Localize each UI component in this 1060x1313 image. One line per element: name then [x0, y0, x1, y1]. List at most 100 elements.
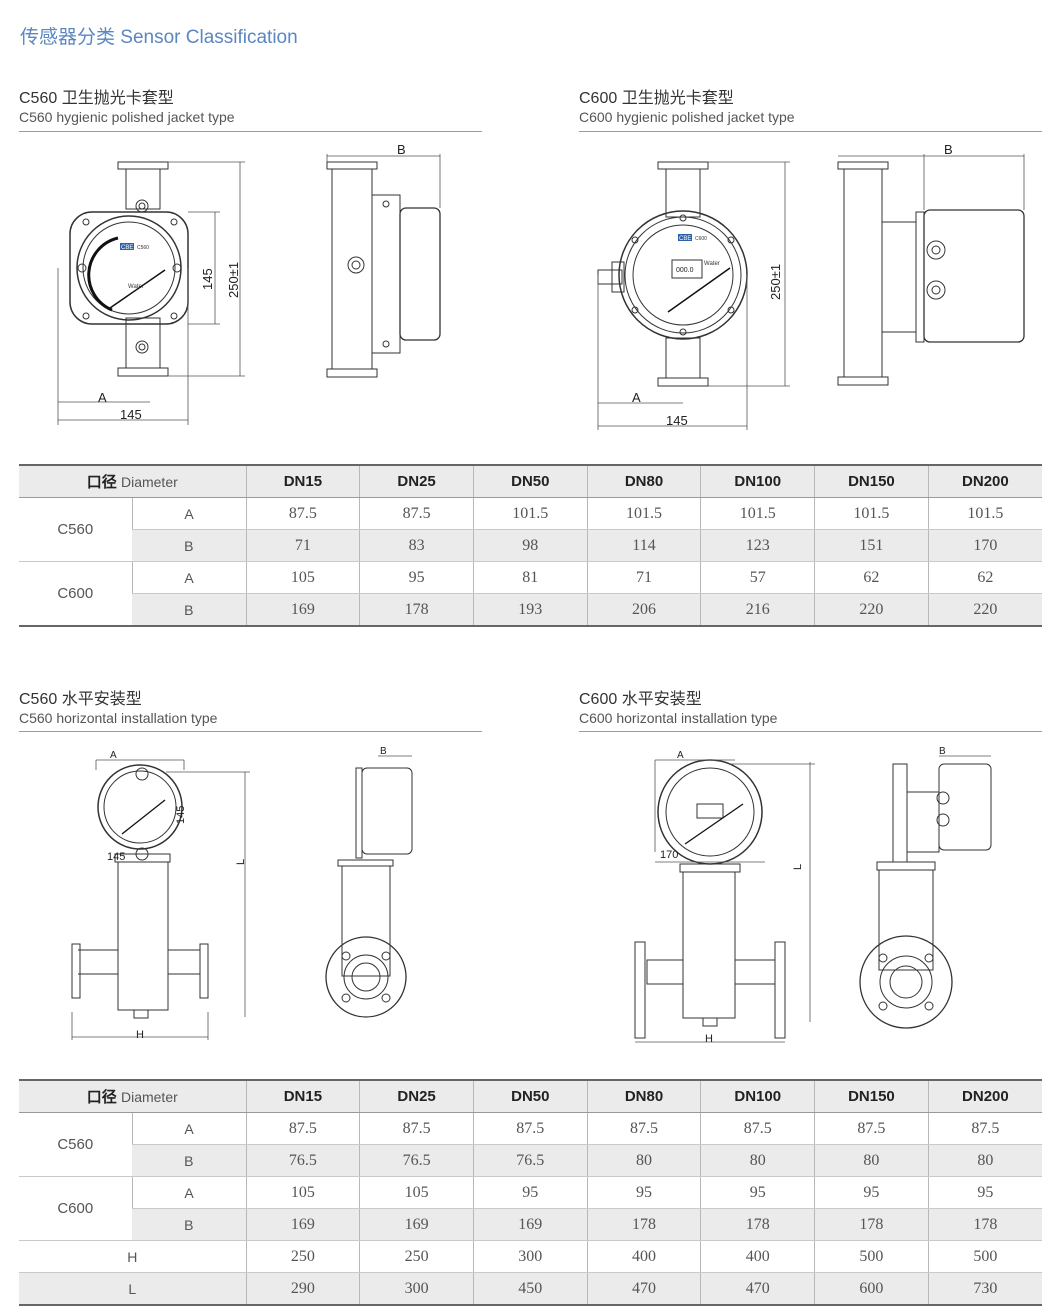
table-row: C560 A 87.5 87.5 101.5 101.5 101.5 101.5…: [19, 497, 1042, 562]
lcd-display: [696, 803, 724, 819]
value-cell: 300: [472, 1240, 588, 1273]
dim-B-label: B: [380, 746, 387, 757]
meter-housing: [69, 211, 189, 325]
column-header: DN15: [245, 464, 360, 498]
value-cell: 87.5: [245, 497, 360, 530]
section-title-cn: C560 卫生抛光卡套型: [19, 90, 174, 107]
value-cell: 220: [927, 593, 1042, 627]
value-cell: 87.5: [814, 1112, 929, 1145]
dim-cell: B: [132, 593, 247, 627]
c600-horizontal-drawing: A 170 L H B: [634, 746, 992, 1045]
value-cell: 57: [700, 561, 815, 594]
dim-145-label: 145: [120, 407, 142, 422]
dim-145-vertical-label: 145: [175, 806, 187, 824]
top-clamp: [117, 161, 169, 170]
value-cell: 87.5: [927, 1112, 1042, 1145]
dim-H-label: H: [705, 1033, 713, 1045]
value-cell: 87.5: [700, 1112, 815, 1145]
value-cell: 76.5: [472, 1144, 588, 1177]
value-cell: 193: [472, 593, 588, 627]
value-cell: 76.5: [359, 1144, 474, 1177]
table-row: H 250 250 300 400 400 500 500: [19, 1240, 1042, 1273]
column-header: DN80: [586, 464, 701, 498]
value-cell: 169: [245, 593, 360, 627]
dim-B-label: B: [397, 142, 406, 157]
c560-hygienic-drawing: CBE C560 Water A 145 145 250±1 B: [57, 142, 441, 425]
column-header: DN100: [700, 1079, 815, 1113]
column-header: DN25: [359, 464, 474, 498]
dim-cell: L: [19, 1272, 247, 1306]
dim-B-label: B: [944, 142, 953, 157]
value-cell: 71: [245, 529, 360, 562]
model-label: C600: [695, 236, 707, 242]
value-cell: 101.5: [586, 497, 701, 530]
value-cell: 123: [700, 529, 815, 562]
value-cell: 95: [814, 1176, 929, 1209]
dim-L-label: L: [792, 864, 804, 870]
value-cell: 206: [586, 593, 701, 627]
column-header: DN100: [700, 464, 815, 498]
column-header: DN50: [472, 464, 588, 498]
value-cell: 101.5: [700, 497, 815, 530]
value-cell: 62: [927, 561, 1042, 594]
brand-logo: CBE: [679, 236, 691, 242]
value-cell: 169: [472, 1208, 588, 1241]
value-cell: 500: [814, 1240, 929, 1273]
section-header-c600-hygienic: C600 卫生抛光卡套型 C600 hygienic polished jack…: [579, 89, 795, 125]
column-header: DN15: [245, 1079, 360, 1113]
value-cell: 62: [814, 561, 929, 594]
column-header: DN200: [927, 464, 1042, 498]
section-header-c560-hygienic: C560 卫生抛光卡套型 C560 hygienic polished jack…: [19, 89, 235, 125]
diameter-header: 口径 Diameter: [19, 464, 247, 498]
table-header-row: 口径 Diameter DN15 DN25 DN50 DN80 DN100 DN…: [19, 464, 1042, 498]
column-header: DN200: [927, 1079, 1042, 1113]
model-cell: C600: [19, 1176, 133, 1241]
column-header: DN50: [472, 1079, 588, 1113]
brand-badge: [678, 234, 692, 241]
value-cell: 71: [586, 561, 701, 594]
value-cell: 600: [814, 1272, 929, 1306]
value-cell: 80: [700, 1144, 815, 1177]
section-title-en: C560 hygienic polished jacket type: [19, 109, 235, 125]
value-cell: 95: [472, 1176, 588, 1209]
section-title-cn: C560 水平安装型: [19, 691, 142, 708]
dim-A-label: A: [110, 750, 117, 761]
c560-horizontal-drawing: A 145 145 L H B: [71, 746, 413, 1041]
section-title-cn: C600 水平安装型: [579, 691, 702, 708]
value-cell: 87.5: [472, 1112, 588, 1145]
value-cell: 105: [245, 1176, 360, 1209]
dim-cell: B: [132, 1144, 247, 1177]
column-header: DN150: [814, 464, 929, 498]
value-cell: 114: [586, 529, 701, 562]
value-cell: 178: [586, 1208, 701, 1241]
value-cell: 98: [472, 529, 588, 562]
value-cell: 290: [245, 1272, 360, 1306]
table-row: C600 A 105 95 81 71 57 62 62: [19, 561, 1042, 627]
brand-badge: [120, 243, 134, 250]
dim-170-label: 170: [660, 849, 678, 861]
column-header: DN150: [814, 1079, 929, 1113]
spec-table-hygienic: 口径 Diameter DN15 DN25 DN50 DN80 DN100 DN…: [19, 464, 1042, 627]
dim-cell: H: [19, 1240, 247, 1273]
dim-cell: A: [131, 561, 247, 594]
value-cell: 169: [245, 1208, 360, 1241]
value-cell: 169: [359, 1208, 474, 1241]
value-cell: 95: [927, 1176, 1042, 1209]
table-row: C600 A 105 105 95 95 95 95 95: [19, 1176, 1042, 1241]
dim-145-label: 145: [107, 851, 125, 863]
section-divider: [579, 131, 1042, 132]
dim-cell: B: [132, 1208, 247, 1241]
pointer-needle: [109, 269, 166, 309]
table-row: B 76.5 76.5 76.5 80 80 80 80: [19, 1144, 1042, 1177]
spec-table-horizontal: 口径 Diameter DN15 DN25 DN50 DN80 DN100 DN…: [19, 1079, 1042, 1306]
value-cell: 450: [472, 1272, 588, 1306]
c600-hygienic-drawing: 000.0 CBE C600 Water A 145 250±1 B: [597, 142, 1025, 430]
value-cell: 178: [700, 1208, 815, 1241]
model-label: C560: [137, 245, 149, 251]
pointer-needle: [684, 803, 744, 845]
value-cell: 87.5: [359, 1112, 474, 1145]
value-cell: 500: [927, 1240, 1042, 1273]
model-cell: C560: [19, 497, 133, 562]
pointer-needle: [667, 267, 731, 313]
dim-145-label: 145: [666, 413, 688, 428]
